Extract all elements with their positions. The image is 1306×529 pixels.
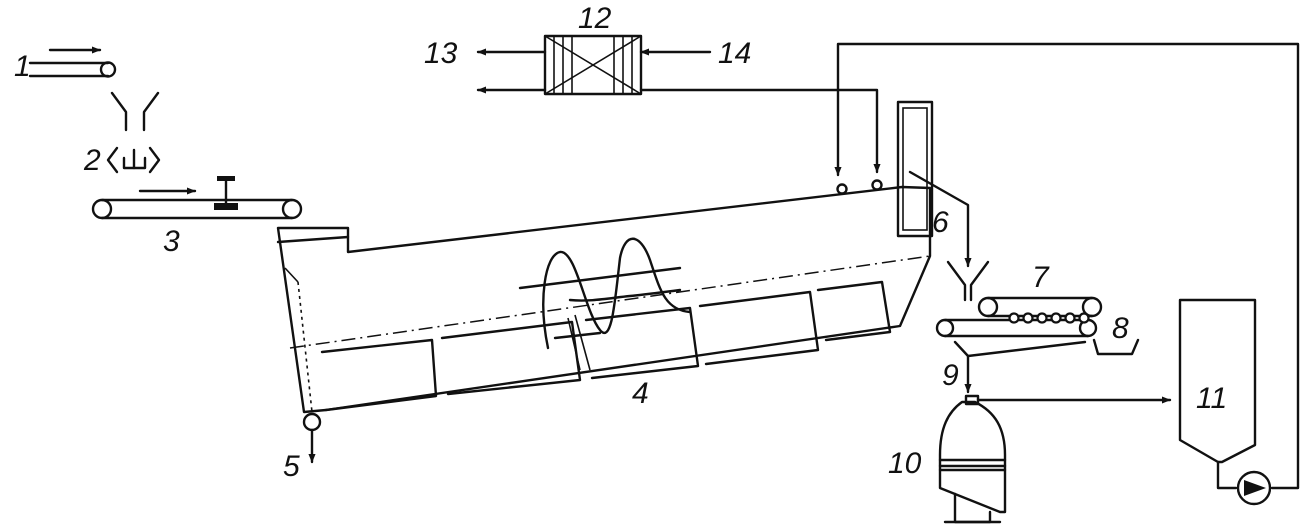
screw-extractor-4 [276,100,934,414]
label-2: 2 [83,144,101,177]
recycle-line [834,42,1300,490]
belt-conveyor-3 [91,176,303,220]
collector-9 [953,340,1087,394]
hopper-mill-2 [106,91,161,174]
label-13: 13 [424,37,458,70]
label-4: 4 [632,377,649,410]
press-rollers-7 [935,296,1103,338]
label-3: 3 [163,225,180,258]
label-14: 14 [718,37,751,70]
label-11: 11 [1196,382,1227,415]
label-10: 10 [888,447,922,480]
discharge-line-6 [908,170,990,302]
label-12: 12 [578,2,612,35]
label-1: 1 [14,50,31,83]
heat-exchanger-12 [476,34,881,174]
label-6: 6 [932,206,949,239]
label-5: 5 [283,450,300,483]
label-7: 7 [1032,261,1050,294]
feed-input-1 [28,46,117,78]
outlet-5 [302,412,322,464]
label-9: 9 [942,359,959,392]
separator-10 [938,394,1172,524]
storage-tank-11 [1178,298,1272,506]
tray-8 [1092,338,1140,356]
label-8: 8 [1112,312,1129,345]
